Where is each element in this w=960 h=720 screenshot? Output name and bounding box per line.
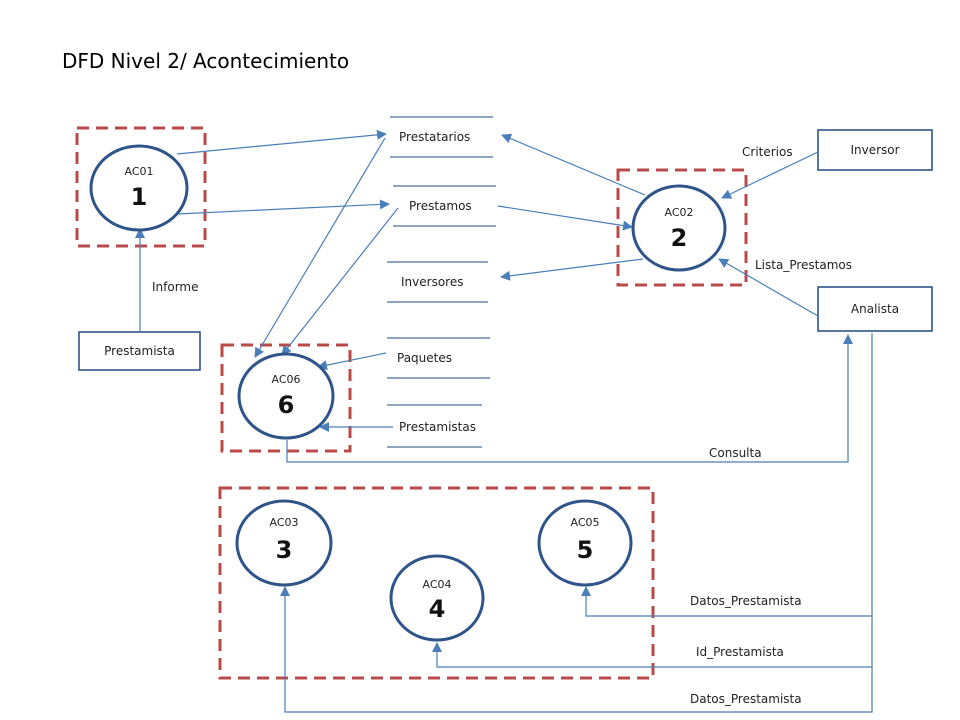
process-id: AC01 <box>124 165 153 178</box>
flow-criterios <box>721 151 819 199</box>
entity-prestamista[interactable]: Prestamista <box>78 331 201 371</box>
process-number: 4 <box>429 595 446 623</box>
flow-ac01-prestamos <box>176 199 390 215</box>
flow-ac01-prestatarios <box>176 129 387 155</box>
process-ac02[interactable]: AC02 2 <box>631 184 727 272</box>
process-ac03[interactable]: AC03 3 <box>235 499 333 587</box>
store-label: Paquetes <box>397 351 452 365</box>
process-number: 6 <box>278 391 295 419</box>
process-ac01[interactable]: AC01 1 <box>89 144 189 232</box>
store-prestamistas[interactable]: Prestamistas <box>387 404 482 448</box>
process-id: AC03 <box>269 516 298 529</box>
process-ac05[interactable]: AC05 5 <box>537 499 633 587</box>
flow-label-id-prestamista: Id_Prestamista <box>696 645 784 659</box>
process-ac04[interactable]: AC04 4 <box>389 554 485 642</box>
flow-id-prestamista-ac04 <box>432 616 873 668</box>
process-number: 1 <box>131 183 148 211</box>
flow-label-informe: Informe <box>152 280 199 294</box>
flow-prestatarios-ac06 <box>254 137 386 358</box>
process-ac06[interactable]: AC06 6 <box>237 352 335 440</box>
flow-label-datos-prestamista: Datos_Prestamista <box>690 594 802 608</box>
entity-label: Analista <box>851 302 899 316</box>
store-prestamos[interactable]: Prestamos <box>393 185 496 227</box>
store-label: Prestatarios <box>399 130 470 144</box>
flow-datos-prestamista-ac03 <box>280 586 873 713</box>
diagram-title: DFD Nivel 2/ Acontecimiento <box>62 49 349 73</box>
process-id: AC02 <box>664 206 693 219</box>
process-number: 3 <box>276 536 293 564</box>
entity-label: Prestamista <box>104 344 175 358</box>
flow-datos-prestamista-ac05 <box>581 333 873 617</box>
process-id: AC06 <box>271 373 300 386</box>
flow-ac02-prestatarios <box>501 133 646 196</box>
store-paquetes[interactable]: Paquetes <box>387 337 490 379</box>
process-number: 5 <box>577 536 594 564</box>
flow-ac02-inversores <box>500 258 644 281</box>
entity-inversor[interactable]: Inversor <box>817 129 933 171</box>
flow-prestamos-ac06 <box>281 207 399 356</box>
store-label: Prestamos <box>409 199 472 213</box>
process-id: AC05 <box>570 516 599 529</box>
store-label: Prestamistas <box>399 420 476 434</box>
flow-paquetes-ac06 <box>317 352 387 371</box>
store-inversores[interactable]: Inversores <box>387 261 488 303</box>
boundary-ac01 <box>75 126 207 248</box>
flow-label-datos-prestamista: Datos_Prestamista <box>690 692 802 706</box>
entity-analista[interactable]: Analista <box>817 286 933 332</box>
flow-consulta <box>286 334 853 463</box>
process-number: 2 <box>671 224 688 252</box>
flow-prestamos-ac02 <box>497 205 633 231</box>
boundary-group-3-4-5 <box>218 486 655 680</box>
store-label: Inversores <box>401 275 463 289</box>
flow-label-consulta: Consulta <box>709 446 762 460</box>
process-id: AC04 <box>422 578 451 591</box>
entity-label: Inversor <box>850 143 899 157</box>
boundary-ac02 <box>616 168 748 287</box>
flow-lista-prestamos <box>718 258 819 317</box>
flow-label-lista-prestamos: Lista_Prestamos <box>755 258 852 272</box>
store-prestatarios[interactable]: Prestatarios <box>390 116 493 158</box>
flow-label-criterios: Criterios <box>742 145 793 159</box>
